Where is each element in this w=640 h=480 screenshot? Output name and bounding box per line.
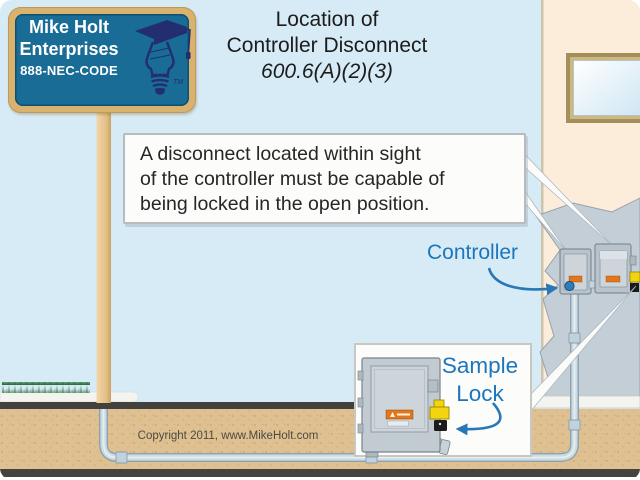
underground-conduit	[99, 294, 581, 464]
disconnect-lockout-handle	[629, 271, 640, 283]
grass	[2, 382, 90, 393]
page-title: Location of Controller Disconnect 600.6(…	[192, 7, 462, 85]
sign-line2: Enterprises	[19, 39, 119, 59]
sample-lock-enclosure	[357, 357, 451, 458]
conduit-coupling	[568, 419, 581, 431]
sign-board: Mike Holt Enterprises 888-NEC-CODE TM	[8, 7, 196, 113]
title-line1: Location of	[275, 8, 379, 31]
sample-lock-label-line2: Lock	[456, 381, 504, 406]
sample-lock-label: Sample Lock	[430, 352, 530, 408]
controller-box	[559, 248, 592, 295]
rule-line1: A disconnect located within sight	[140, 143, 421, 165]
lockout-handle	[429, 399, 450, 420]
wall-edge	[541, 0, 544, 397]
sample-lock-arrow-icon	[455, 402, 502, 436]
title-line2: Controller Disconnect	[226, 34, 428, 57]
copyright-text: Copyright 2011, www.MikeHolt.com	[137, 430, 319, 442]
bottom-ground-edge	[0, 469, 640, 477]
controller-arrow-icon	[487, 267, 559, 296]
bulb-coil	[150, 74, 170, 92]
ground-line	[0, 402, 356, 410]
rule-line2: of the controller must be capable of	[140, 168, 445, 190]
conduit-coupling	[115, 451, 128, 464]
padlock-icon	[434, 420, 447, 431]
hinge	[357, 370, 364, 381]
window	[566, 53, 640, 123]
rule-callout-box: A disconnect located within sight of the…	[123, 133, 526, 224]
controller-label: Controller	[427, 241, 519, 264]
sidewalk-left	[0, 391, 139, 403]
hinge	[357, 397, 364, 408]
sign-line1: Mike Holt	[28, 17, 109, 37]
sign-line3: 888-NEC-CODE	[20, 63, 118, 78]
window-glass	[573, 60, 640, 116]
disconnect-warning-label-icon	[605, 275, 621, 283]
mike-holt-logo-icon: TM	[135, 20, 191, 95]
conduit-coupling	[568, 332, 581, 344]
sidewalk-right	[529, 395, 640, 409]
warning-label-icon	[385, 409, 414, 427]
rule-line3: being locked in the open position.	[140, 193, 430, 215]
sign-text: Mike Holt Enterprises 888-NEC-CODE	[12, 16, 126, 80]
controller-warning-label-icon	[568, 275, 583, 283]
disconnect-box	[594, 243, 640, 294]
sample-lock-label-line1: Sample	[441, 353, 519, 378]
trademark-text: TM	[173, 79, 183, 86]
title-code-reference: 600.6(A)(2)(3)	[261, 60, 393, 83]
controller-knockout-dot	[564, 280, 575, 292]
hinge	[357, 423, 364, 434]
tassel	[183, 27, 191, 53]
sign-post	[96, 112, 111, 403]
